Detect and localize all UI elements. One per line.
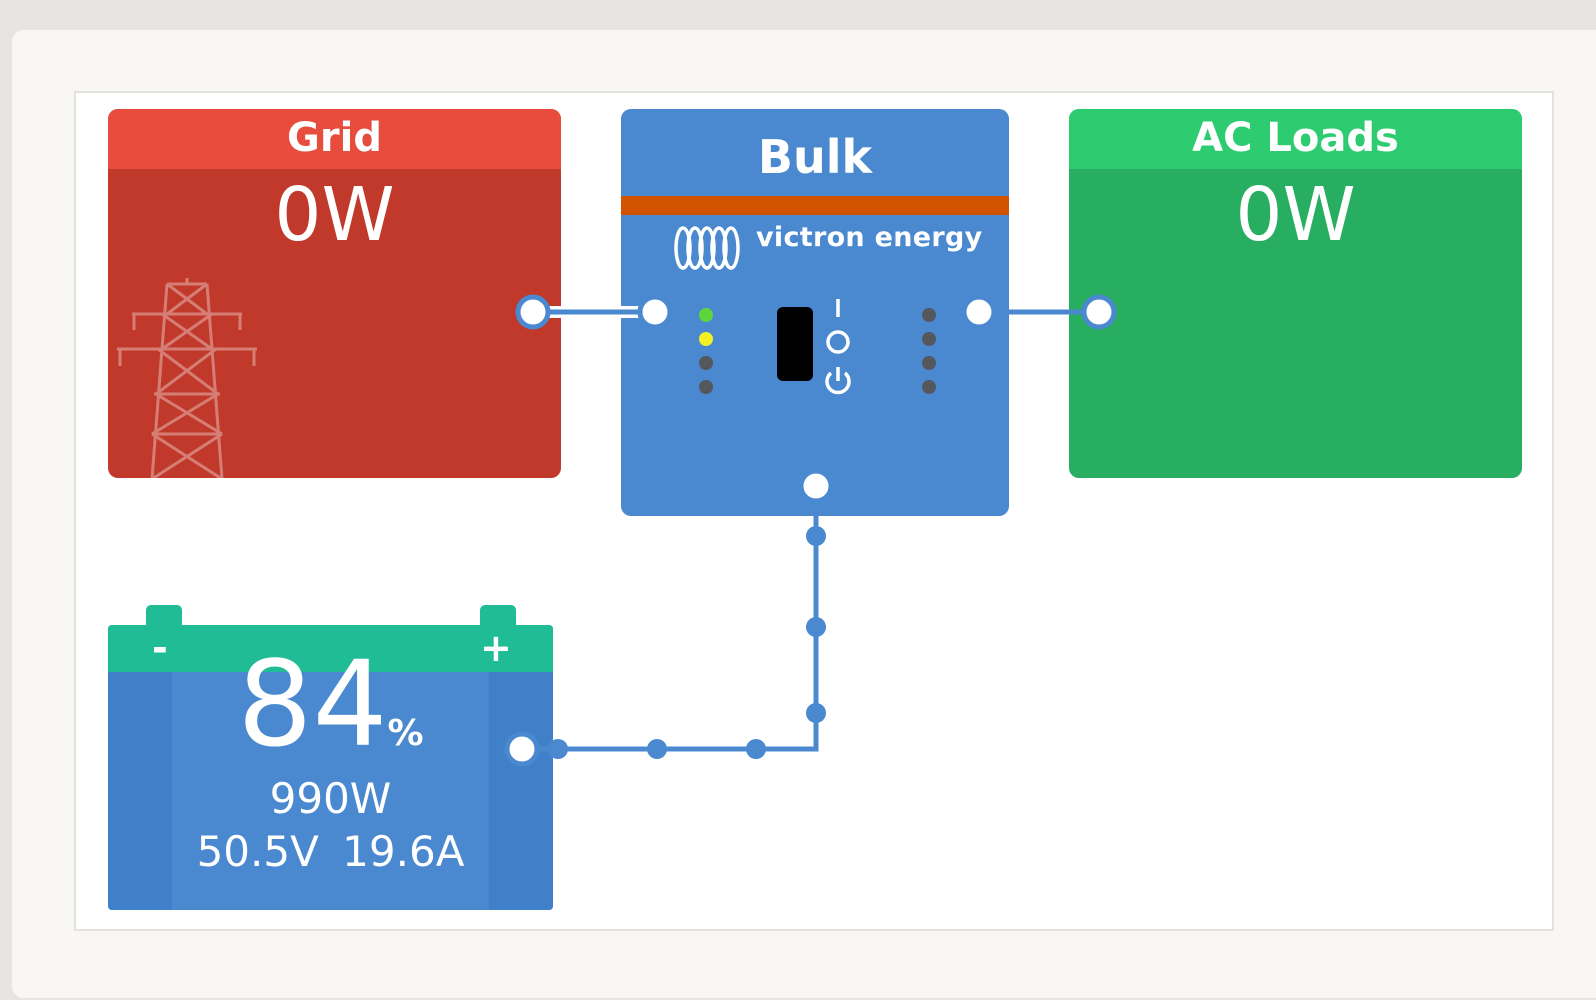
battery-terminal-minus [146, 605, 182, 627]
status-led-left [699, 356, 713, 370]
grid-box[interactable]: Grid 0W [108, 109, 561, 478]
grid-connector [515, 294, 551, 330]
power-pylon-icon [117, 278, 257, 478]
battery-soc-value: 84 [237, 635, 388, 773]
status-led-right [922, 356, 936, 370]
battery-box[interactable]: - + 84% 990W 50.5V 19.6A [108, 605, 553, 910]
battery-power: 990W [269, 774, 392, 823]
victron-logo-icon [674, 226, 740, 270]
battery-current: 19.6A [342, 827, 465, 876]
inverter-ac-in-connector [637, 294, 673, 330]
battery-terminal-plus [480, 605, 516, 627]
status-led-left [699, 332, 713, 346]
battery-connector [504, 731, 540, 767]
dc-flow-dot [806, 703, 826, 723]
dc-flow-dot [806, 617, 826, 637]
status-led-right [922, 380, 936, 394]
battery-minus-label: - [152, 626, 168, 670]
battery-voltage: 50.5V [196, 827, 319, 876]
ac-loads-box[interactable]: AC Loads 0W [1069, 109, 1522, 478]
victron-brand: victron energy [756, 222, 983, 253]
grid-title: Grid [108, 109, 561, 169]
ac-loads-connector [1081, 294, 1117, 330]
grid-power: 0W [274, 172, 395, 258]
battery-band-right [489, 672, 553, 910]
battery-soc-unit: % [387, 713, 424, 754]
power-switch[interactable] [777, 307, 813, 381]
status-led-right [922, 332, 936, 346]
inverter-ac-out-connector [961, 294, 997, 330]
inverter-stripe [621, 196, 1009, 215]
battery-band-left [108, 672, 172, 910]
dc-flow-dot [647, 739, 667, 759]
battery-plus-label: + [480, 626, 512, 670]
ac-loads-power: 0W [1235, 172, 1356, 258]
dc-flow-dot [746, 739, 766, 759]
battery-body: - + 84% 990W 50.5V 19.6A [108, 625, 553, 910]
battery-voltage-current: 50.5V 19.6A [108, 828, 553, 876]
on-off-symbols-icon [825, 299, 851, 395]
status-led-left [699, 308, 713, 322]
dc-flow-dot [806, 526, 826, 546]
battery-soc: 84% [108, 639, 553, 769]
ac-loads-title: AC Loads [1069, 109, 1522, 169]
inverter-state: Bulk [757, 130, 873, 184]
inverter-box[interactable]: Bulk victron energy [621, 109, 1009, 516]
battery-top [108, 625, 553, 672]
dc-flow-dot [548, 739, 568, 759]
inverter-dc-connector [798, 468, 834, 504]
status-led-left [699, 380, 713, 394]
status-led-right [922, 308, 936, 322]
